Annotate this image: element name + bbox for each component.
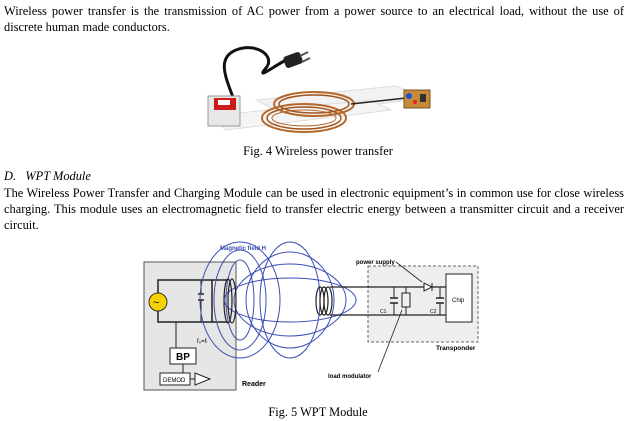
power-supply-label: power supply xyxy=(356,260,395,266)
intro-paragraph: Wireless power transfer is the transmiss… xyxy=(4,4,624,34)
c2-label: C2 xyxy=(430,309,437,315)
figure-4-caption: Fig. 4 Wireless power transfer xyxy=(243,144,393,158)
section-heading: D. WPT Module xyxy=(4,169,91,184)
c1-label: C1 xyxy=(380,309,387,315)
wireless-power-transfer-photo xyxy=(206,46,431,133)
load-modulator-label: load modulator xyxy=(328,374,372,380)
transponder-label: Transponder xyxy=(436,345,476,352)
wpt-module-diagram: ~ BP f₀=fₗ DEMOD Reader Magnetic field H xyxy=(143,241,479,391)
figure-5-caption: Fig. 5 WPT Module xyxy=(268,405,368,419)
chip-label: Chip xyxy=(452,298,465,304)
section-label: D. xyxy=(4,169,17,183)
frequency-label: f₀=fₗ xyxy=(197,339,207,345)
wpt-module-paragraph: The Wireless Power Transfer and Charging… xyxy=(4,186,624,232)
bp-label: BP xyxy=(176,352,190,363)
reader-label: Reader xyxy=(242,381,266,388)
ac-source-icon: ~ xyxy=(153,297,159,309)
demod-label: DEMOD xyxy=(163,378,186,384)
section-title: WPT Module xyxy=(25,169,91,183)
magnetic-field-label: Magnetic field H xyxy=(220,246,266,252)
